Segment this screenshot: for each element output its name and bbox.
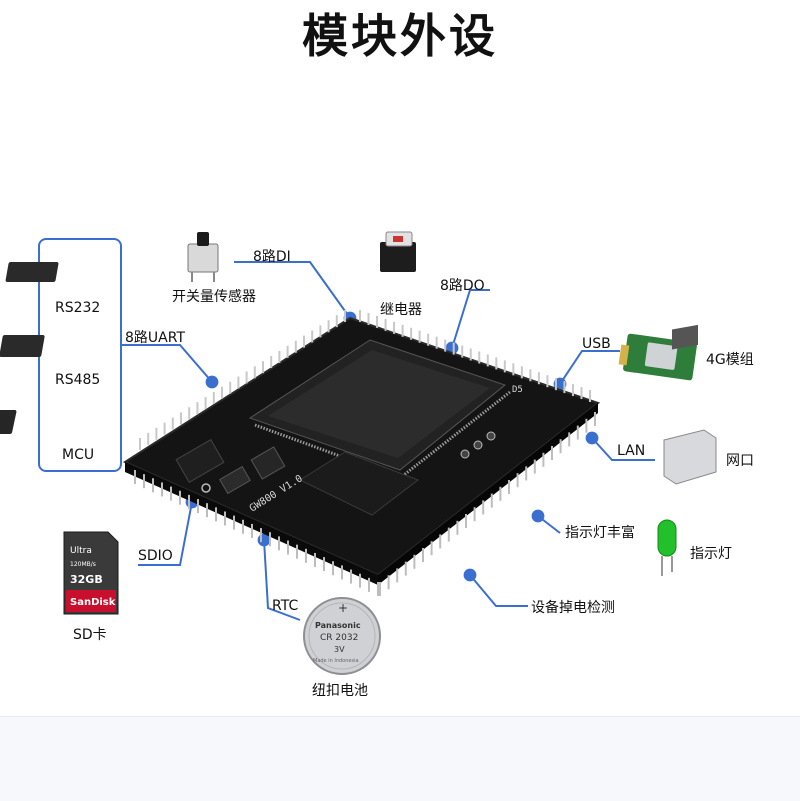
power-module — [298, 451, 420, 516]
led-pad-1 — [460, 449, 470, 459]
page-title: 模块外设 — [302, 9, 498, 63]
connector-indicator — [531, 509, 561, 534]
label-mcu: MCU — [62, 447, 95, 463]
rs485-chip-image — [0, 335, 45, 357]
connector-di — [234, 261, 357, 325]
connector-do — [445, 289, 490, 355]
label-power-loss-detect: 设备掉电检测 — [531, 600, 615, 616]
connector-lines — [120, 261, 655, 621]
connector-power — [463, 568, 528, 607]
relay-image — [380, 231, 416, 272]
mount-hole — [201, 483, 211, 493]
label-rich-indicators: 指示灯丰富 — [565, 525, 635, 541]
connector-uart — [120, 344, 219, 389]
label-switch-sensor: 开关量传感器 — [172, 289, 256, 305]
battery-voltage: 3V — [334, 645, 345, 654]
label-network-port: 网口 — [726, 453, 754, 469]
label-rtc: RTC — [272, 598, 299, 614]
main-chip-top — [268, 350, 490, 458]
label-relay: 继电器 — [380, 302, 422, 318]
sd-card-line: Ultra — [70, 546, 92, 556]
mcu-chip-image — [0, 410, 17, 434]
label-coin-battery: 纽扣电池 — [312, 683, 368, 699]
pcb-edge-right — [378, 403, 598, 585]
pin-header-top — [139, 310, 346, 450]
connector-rtc — [257, 533, 301, 621]
sd-card-speed: 120MB/s — [70, 561, 96, 568]
sd-card-brand: SanDisk — [70, 597, 116, 608]
small-chip — [250, 446, 286, 480]
core-board: GW800 V1.0 D5 — [122, 310, 601, 596]
board-d5-silk: D5 — [512, 385, 523, 395]
pin-header-right — [359, 310, 591, 402]
connector-sdio — [138, 495, 199, 566]
pin-header-bottom — [134, 412, 596, 596]
battery-model: CR 2032 — [320, 633, 358, 643]
label-sd-card: SD卡 — [73, 627, 107, 643]
bottom-band — [0, 716, 800, 801]
battery-origin: Made in Indonesia — [313, 658, 359, 664]
sd-card-capacity: 32GB — [70, 573, 103, 586]
led-pad-2 — [473, 440, 483, 450]
switch-sensor-image — [187, 232, 219, 282]
sd-card-image: Ultra 120MB/s 32GB SanDisk — [63, 531, 119, 615]
connector-block — [175, 439, 225, 483]
label-uart-channels: 8路UART — [125, 330, 185, 346]
green-led-image — [657, 519, 677, 576]
ic-small — [219, 465, 251, 495]
label-sdio: SDIO — [138, 548, 173, 564]
connector-lan — [585, 431, 655, 461]
label-rs232: RS232 — [55, 300, 101, 316]
label-lan: LAN — [617, 443, 646, 459]
svg-text:+: + — [338, 601, 348, 615]
label-indicator: 指示灯 — [690, 546, 732, 562]
coin-battery-image: + Panasonic CR 2032 3V Made in Indonesia — [303, 597, 381, 675]
rs232-chip-image — [5, 262, 59, 282]
lan-jack-image — [663, 324, 717, 485]
label-rs485: RS485 — [55, 372, 101, 388]
label-do-channels: 8路DO — [440, 278, 485, 294]
led-pad-3 — [486, 431, 496, 441]
connector-usb — [553, 350, 620, 391]
label-4g-module: 4G模组 — [706, 352, 754, 368]
label-usb: USB — [582, 336, 611, 352]
label-di-channels: 8路DI — [253, 249, 291, 265]
battery-brand: Panasonic — [315, 621, 361, 630]
chip-pins-right — [399, 390, 511, 480]
